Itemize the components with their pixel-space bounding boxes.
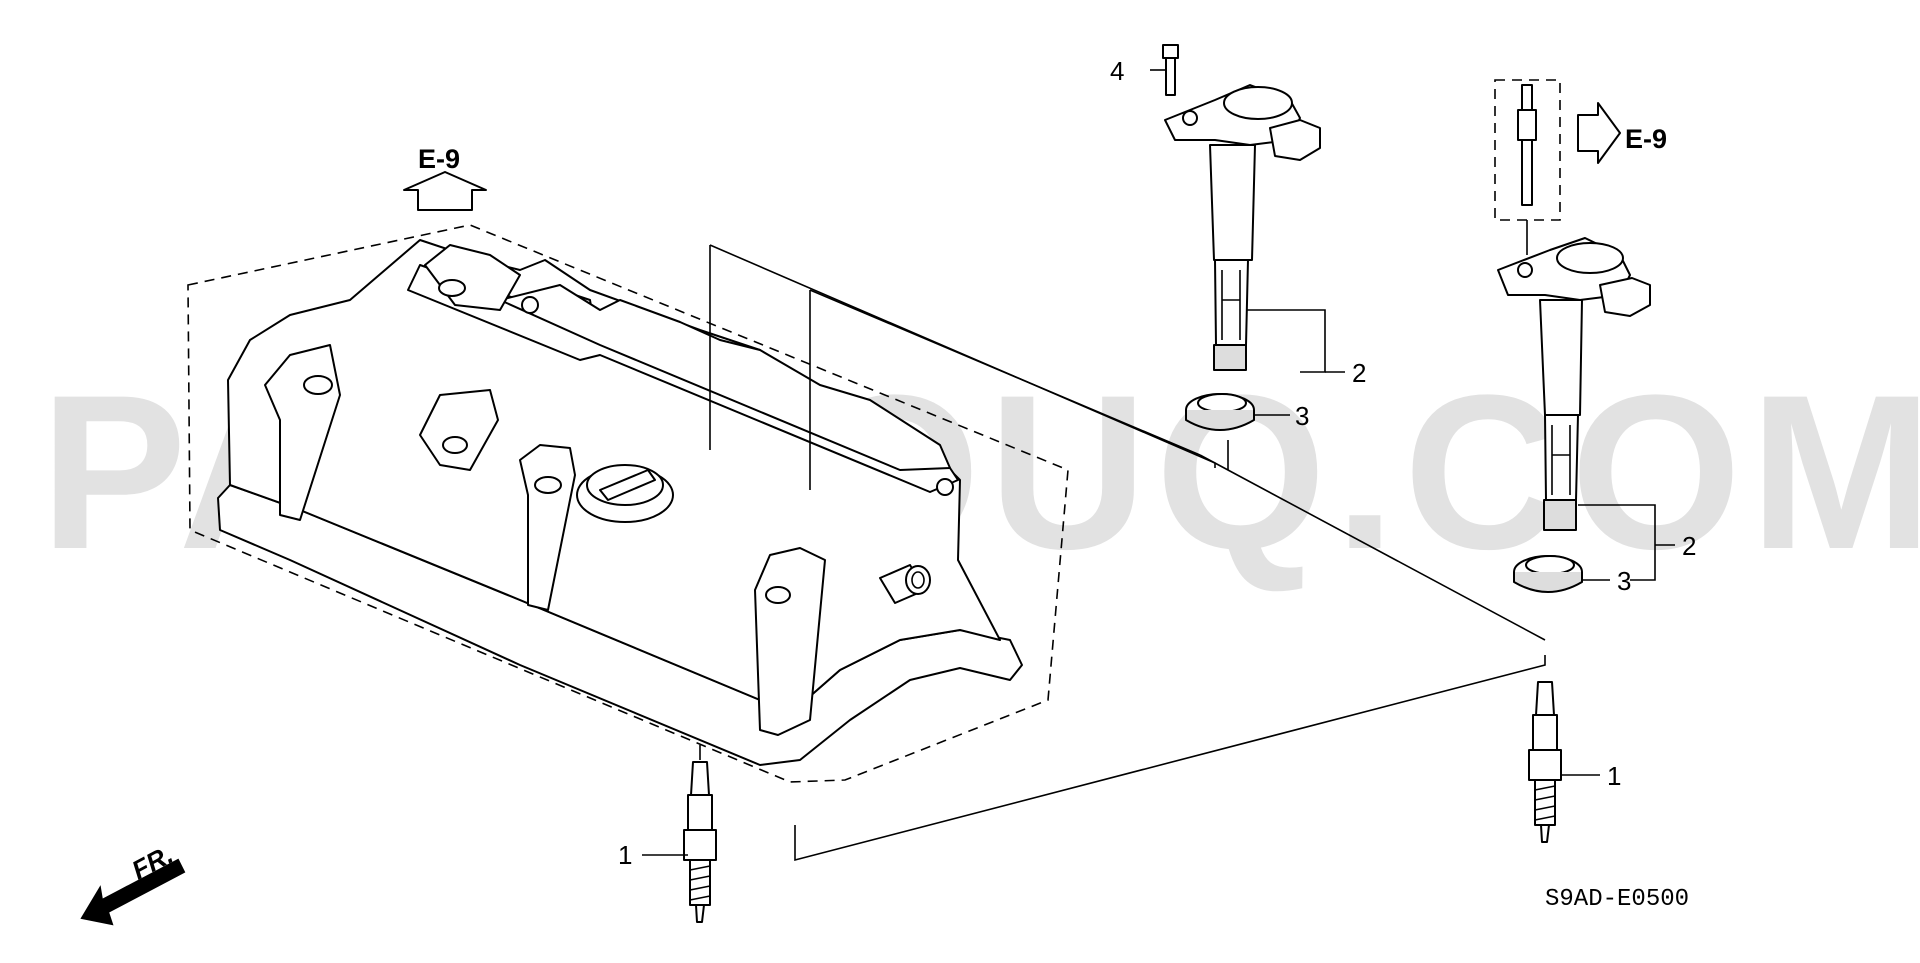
ref-e9-left-label: E-9 xyxy=(418,144,460,174)
diagram-code: S9AD-E0500 xyxy=(1545,886,1689,913)
spark-plug-right[interactable] xyxy=(1528,681,1562,843)
ref-e9-left[interactable]: E-9 xyxy=(403,144,487,211)
stud-top xyxy=(521,296,539,314)
plug-hole-seal-upper[interactable] xyxy=(1185,393,1255,431)
arrow-right-icon xyxy=(1577,102,1621,164)
front-direction-marker: FR. xyxy=(80,839,186,926)
cover-center-ridge xyxy=(499,284,951,471)
bolt-hole-front xyxy=(534,476,562,494)
callout-1-left[interactable]: 1 xyxy=(618,840,632,870)
stud-right xyxy=(936,478,954,496)
ignition-coil-lower[interactable] xyxy=(1497,237,1651,531)
callout-2-lower[interactable]: 2 xyxy=(1682,531,1696,561)
bolt-hole-left xyxy=(303,375,333,395)
cover-dashed-outline xyxy=(187,224,1069,783)
coil-bolt[interactable] xyxy=(1162,44,1179,96)
callout-2-upper[interactable]: 2 xyxy=(1352,358,1366,388)
leader-lines xyxy=(699,244,1546,862)
callout-1-right[interactable]: 1 xyxy=(1607,761,1621,791)
ignition-coil-upper[interactable] xyxy=(1164,84,1321,371)
arrow-up-icon xyxy=(403,171,487,211)
oil-filler-cap[interactable] xyxy=(576,464,674,523)
callout-3-lower[interactable]: 3 xyxy=(1617,566,1631,596)
plug-hole-seal-lower[interactable] xyxy=(1513,555,1583,593)
spark-plug-left[interactable] xyxy=(683,761,717,923)
bracket-hole xyxy=(438,279,466,297)
callout-leaders xyxy=(642,69,1675,856)
arrow-front-icon xyxy=(80,858,186,926)
bolt-boss-center xyxy=(419,389,499,471)
bolt-hole-right-front xyxy=(765,586,791,604)
callout-4[interactable]: 4 xyxy=(1110,56,1124,86)
ref-e9-right-label: E-9 xyxy=(1625,124,1667,154)
bolt-hole-center xyxy=(442,436,468,454)
callout-3-upper[interactable]: 3 xyxy=(1295,401,1309,431)
cylinder-head-cover[interactable] xyxy=(187,224,1069,783)
stud-bolt-box[interactable] xyxy=(1494,79,1561,221)
ref-e9-right[interactable]: E-9 xyxy=(1577,102,1667,164)
pcv-port[interactable] xyxy=(879,564,931,604)
